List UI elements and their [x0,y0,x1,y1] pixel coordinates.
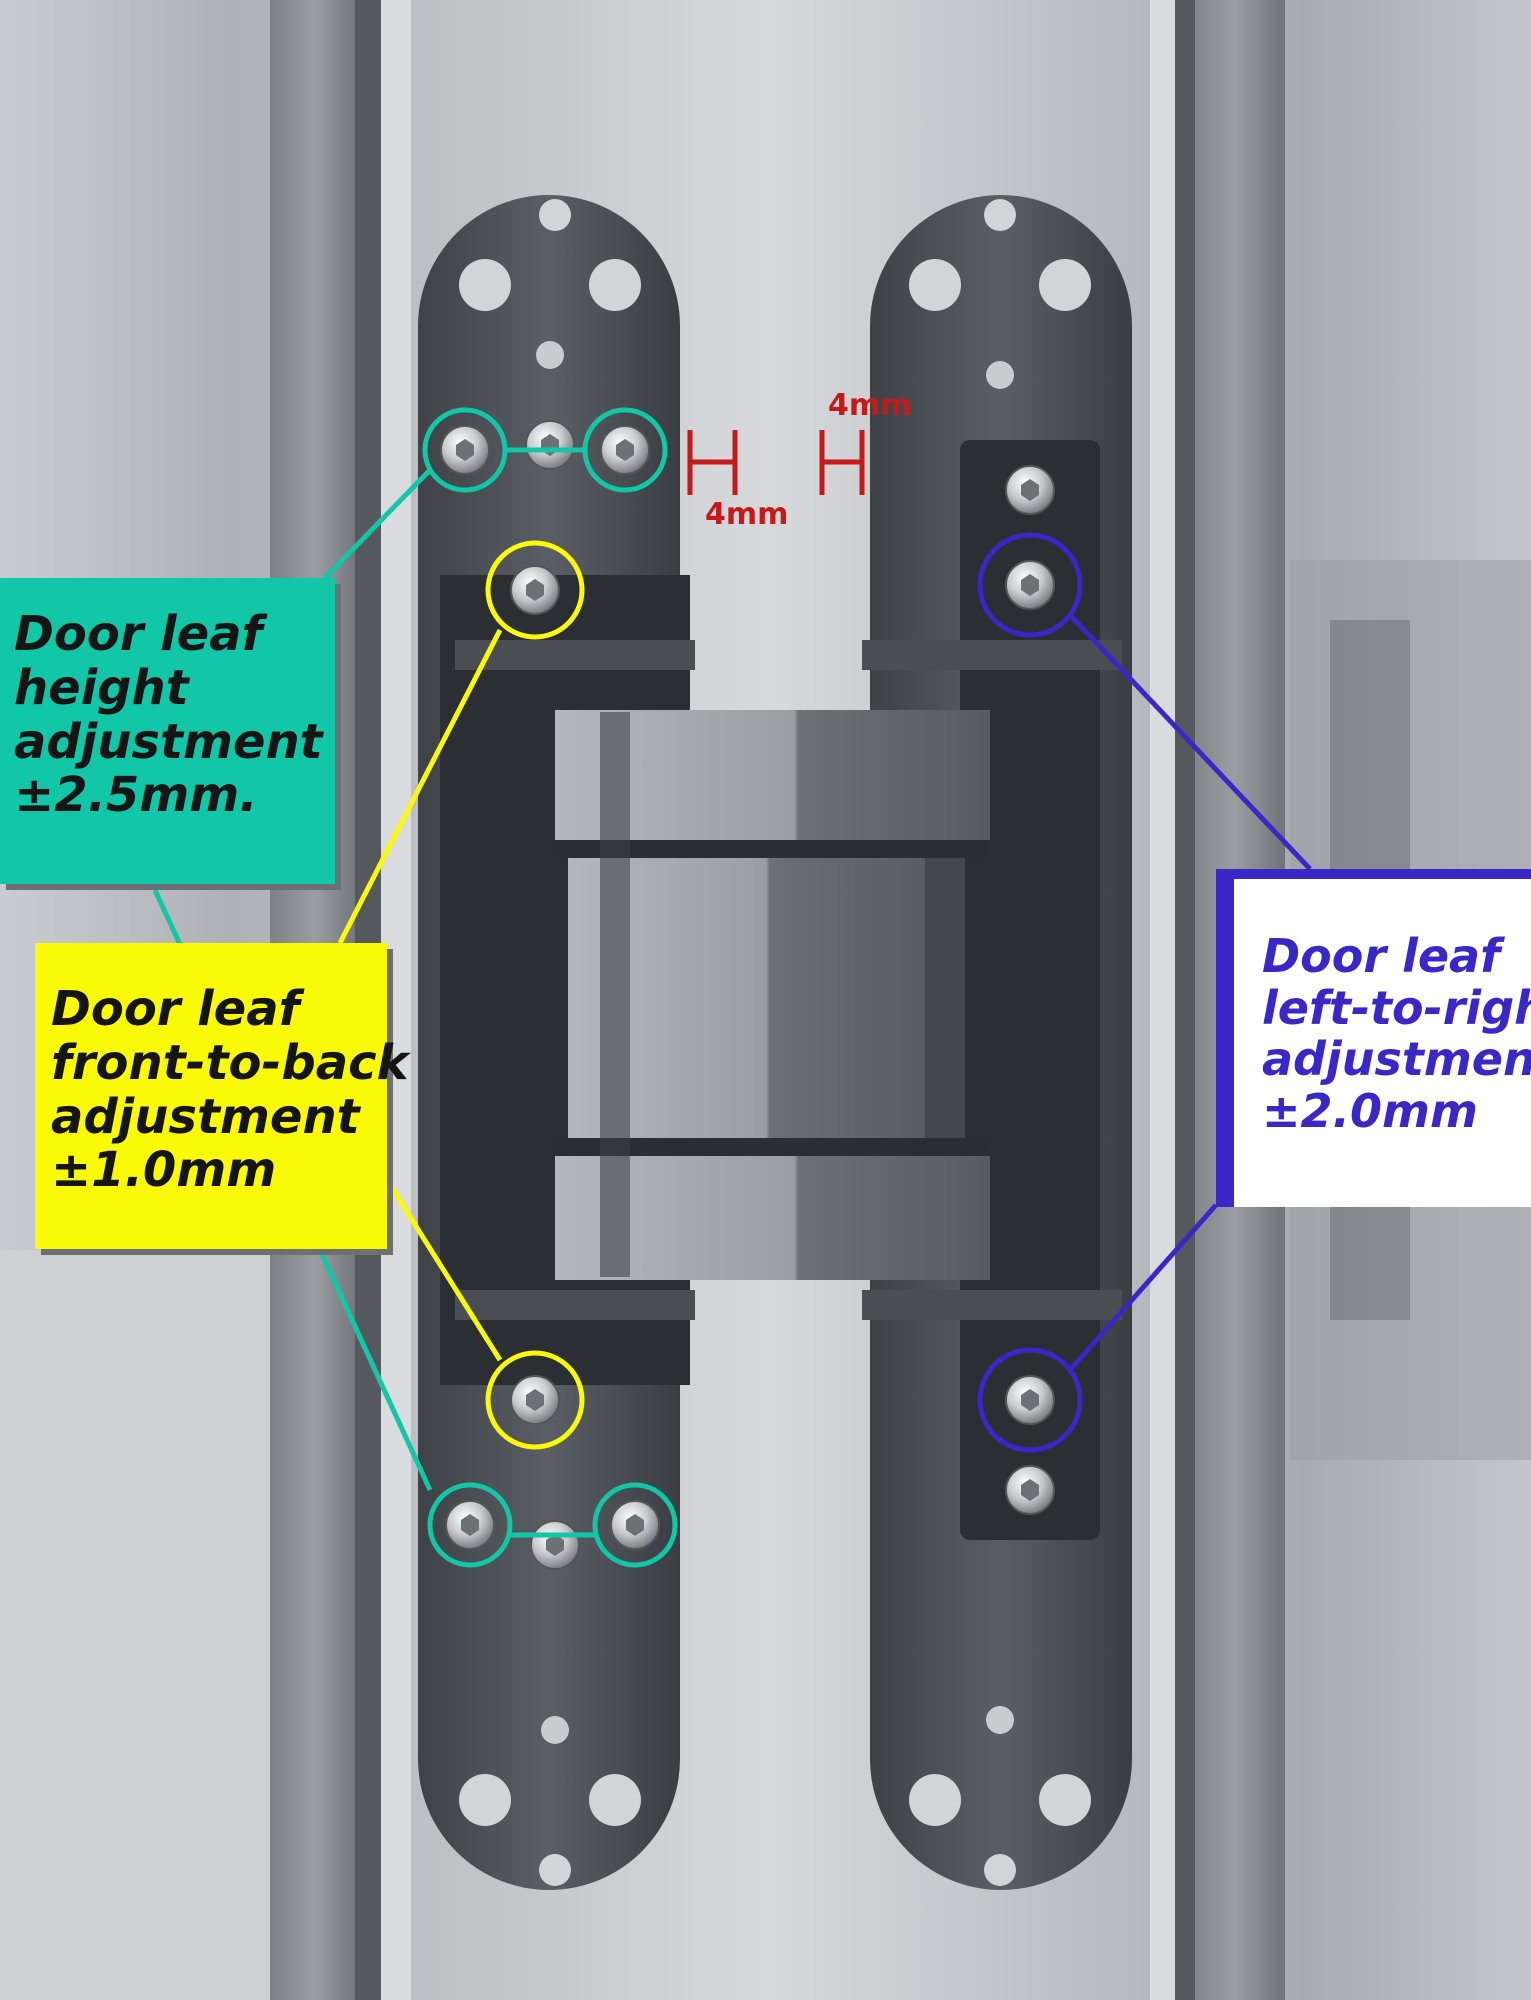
lr-label-line-1: Door leaf [1262,929,1501,983]
height-label-line-3: adjustment [14,713,323,770]
hinge-knuckle-body [555,710,990,1280]
lr-label-line-3: adjustment [1262,1032,1531,1087]
screw-height-bottom-left [445,1500,495,1550]
screw-center-bottom [530,1520,580,1570]
screw-height-top-right [600,425,650,475]
left-right-adjust-markers [977,532,1312,1453]
height-label-line-2: height [14,659,189,716]
gap-label-top: 4mm [828,388,912,423]
screw-height-top-left [440,425,490,475]
height-label-line-4: ±2.5mm. [14,767,258,824]
front-to-back-adjustment-label: Door leaf front-to-back adjustment ±1.0m… [35,943,409,1249]
screw-lr-bottom [1005,1465,1055,1515]
front-back-adjust-markers [337,540,585,1450]
screw-lr-mid-bottom [1005,1375,1055,1425]
gap-markers [687,430,865,495]
front-label-line-4: ±1.0mm [51,1142,277,1199]
gap-label-bottom: 4mm [705,497,789,532]
left-to-right-adjustment-label: Door leaf left-to-right adjustment ±2.0m… [1216,869,1531,1207]
height-adjustment-label: Door leaf height adjustment ±2.5mm. [0,578,335,884]
screw-center-top [525,420,575,470]
height-label-line-1: Door leaf [14,606,263,662]
screw-height-bottom-right [610,1500,660,1550]
screw-lr-mid-top [1005,560,1055,610]
front-label-line-1: Door leaf [51,981,300,1037]
screw-front-bottom [510,1375,560,1425]
lr-label-line-4: ±2.0mm [1262,1083,1478,1138]
lr-label-line-2: left-to-right [1262,980,1531,1035]
screw-front-top [510,565,560,615]
front-label-line-2: front-to-back [51,1034,409,1091]
front-label-line-3: adjustment [51,1088,360,1145]
screw-lr-top [1005,465,1055,515]
